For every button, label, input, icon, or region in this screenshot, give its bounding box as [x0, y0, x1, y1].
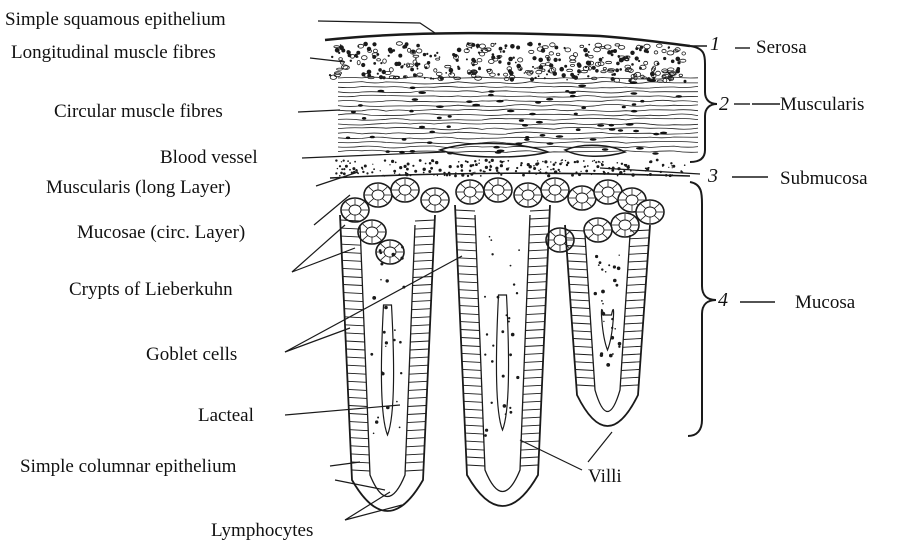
circular-muscle-texture	[338, 77, 698, 155]
layer-muscularis-group: 2 Muscularis	[719, 93, 864, 115]
label-simple-columnar-epithelium: Simple columnar epithelium	[20, 456, 237, 477]
label-muscularis-long-layer: Muscularis (long Layer)	[46, 177, 231, 198]
label-circular-muscle-fibres: Circular muscle fibres	[54, 101, 223, 122]
layer-serosa-group: 1 Serosa	[690, 33, 807, 58]
layer-number-1: 1	[710, 33, 720, 55]
leader-villi-2	[588, 432, 612, 462]
blood-vessel-shape	[440, 143, 548, 157]
layer-name-mucosa: Mucosa	[795, 292, 856, 313]
label-lacteal: Lacteal	[198, 405, 254, 426]
label-villi: Villi	[588, 466, 622, 487]
label-mucosae-circ-layer: Mucosae (circ. Layer)	[77, 222, 245, 243]
label-goblet-cells: Goblet cells	[146, 344, 237, 365]
leader-goblet-2	[285, 328, 350, 352]
label-simple-squamous-epithelium: Simple squamous epithelium	[5, 9, 226, 30]
leader-lymphocytes-0	[335, 480, 385, 490]
layer-number-3: 3	[707, 165, 718, 187]
bracket-muscularis	[690, 46, 717, 162]
layer-number-4: 4	[718, 289, 728, 311]
layer-number-2: 2	[719, 93, 729, 115]
label-lymphocytes: Lymphocytes	[211, 520, 313, 541]
layer-brackets	[688, 46, 717, 436]
leader-lymphocytes-1	[345, 492, 390, 520]
leader-simple-squamous-epithelium	[318, 21, 435, 33]
serosa-speckle-texture	[329, 42, 687, 83]
label-blood-vessel: Blood vessel	[160, 147, 258, 168]
tissue-illustration	[325, 33, 698, 511]
layer-name-submucosa: Submucosa	[780, 168, 868, 189]
layer-name-serosa: Serosa	[756, 37, 807, 58]
bracket-mucosa	[688, 182, 716, 436]
label-longitudinal-muscle-fibres: Longitudinal muscle fibres	[11, 42, 216, 63]
label-crypts-of-lieberkuhn: Crypts of Lieberkuhn	[69, 279, 233, 300]
leader-crypts-1	[292, 225, 345, 272]
submucosa-texture	[330, 159, 690, 178]
crypt-glands	[341, 178, 664, 264]
left-labels: Simple squamous epithelium Longitudinal …	[5, 9, 700, 541]
leader-simple-columnar-epithelium	[330, 462, 360, 466]
leader-goblet-1	[285, 256, 462, 352]
leader-circular-muscle-fibres	[298, 110, 340, 112]
layer-submucosa-group: 3 Submucosa	[707, 165, 868, 189]
layer-mucosa-group: 4 Mucosa	[718, 289, 856, 313]
layer-name-muscularis: Muscularis	[780, 94, 864, 115]
leader-blood-vessel	[302, 152, 445, 158]
